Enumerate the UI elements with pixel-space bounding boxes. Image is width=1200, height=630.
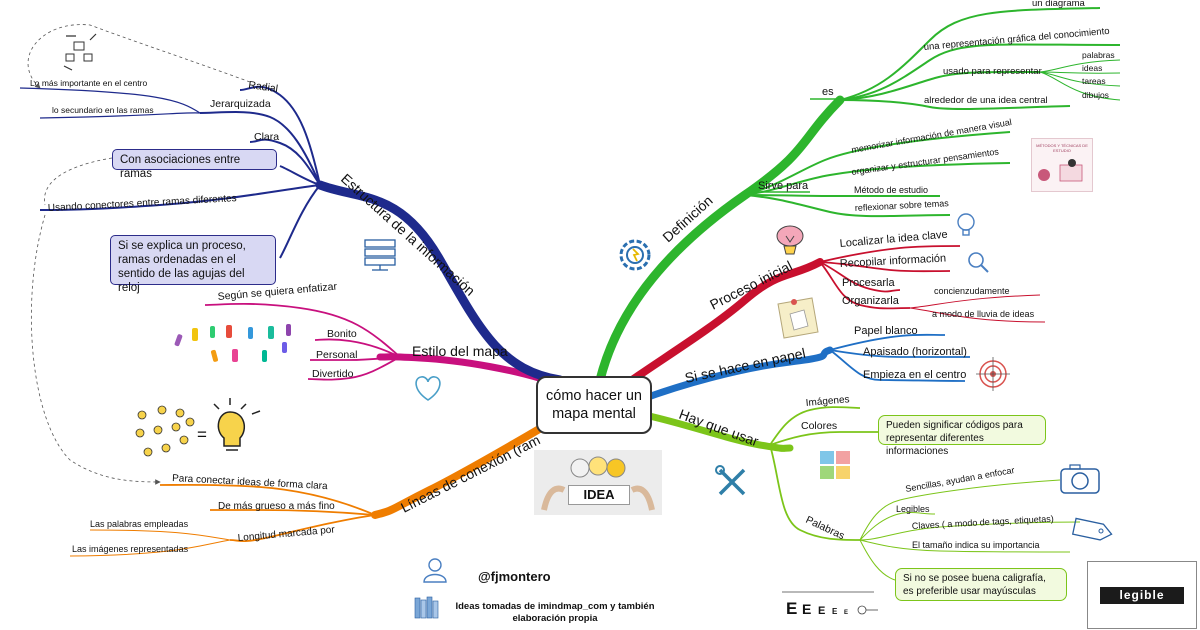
definicion-es-item: un diagrama bbox=[1032, 0, 1086, 9]
branch-label-lineas: Líneas de conexión (ram bbox=[398, 431, 543, 515]
note-asociaciones: Con asociaciones entre ramas bbox=[112, 149, 277, 170]
svg-text:E: E bbox=[802, 601, 811, 617]
palabras-item: Legibles bbox=[896, 504, 930, 514]
note-mayusculas-text: Si no se posee buena caligrafía, es pref… bbox=[903, 573, 1046, 597]
branch-definicion bbox=[600, 100, 840, 380]
lightbulbs-equation-illustration: = bbox=[136, 398, 260, 456]
author-handle: @fjmontero bbox=[478, 569, 551, 584]
note-proceso-reloj: Si se explica un proceso, ramas ordenada… bbox=[110, 235, 276, 285]
estilo-item: Divertido bbox=[312, 368, 354, 380]
longitud-item: Las palabras empleadas bbox=[90, 519, 189, 529]
definicion-es-item: usado para representar bbox=[943, 66, 1042, 77]
credits-text: Ideas tomadas de imindmap_com y también … bbox=[450, 601, 660, 625]
branch-label-estructura: Estructura de la información bbox=[338, 170, 478, 299]
svg-text:E: E bbox=[786, 599, 797, 618]
user-icon bbox=[424, 559, 446, 582]
lineas-item: De más grueso a más fino bbox=[218, 501, 335, 512]
note-mayusculas: Si no se posee buena caligrafía, es pref… bbox=[895, 568, 1067, 601]
estructura-jerarquizada: Jerarquizada bbox=[210, 98, 271, 110]
estructura-clara: Clara bbox=[254, 131, 279, 143]
usar-colores: Colores bbox=[801, 420, 837, 432]
estilo-item: Personal bbox=[316, 349, 357, 361]
brain-icon bbox=[777, 226, 803, 254]
svg-text:E: E bbox=[844, 610, 848, 616]
magnifier-icon bbox=[969, 253, 988, 272]
gear-icon bbox=[621, 241, 649, 269]
branch-label-estilo: Estilo del mapa bbox=[412, 343, 508, 359]
sirve-item: reflexionar sobre temas bbox=[855, 198, 950, 213]
palabras-item: Claves ( a modo de tags, etiquetas) bbox=[912, 514, 1054, 531]
estructura-conectores: Usando conectores entre ramas diferentes bbox=[48, 193, 237, 214]
representar-item: palabras bbox=[1082, 50, 1115, 60]
study-methods-thumbnail: MÉTODOS Y TÉCNICAS DE ESTUDIO bbox=[1031, 138, 1093, 192]
puzzle-icon bbox=[820, 451, 850, 479]
central-idea-line: mapa mental bbox=[546, 405, 642, 423]
thumbnail-caption: MÉTODOS Y TÉCNICAS DE ESTUDIO bbox=[1032, 143, 1092, 153]
jerarquizada-item: lo secundario en las ramas bbox=[52, 105, 154, 115]
target-icon bbox=[976, 357, 1010, 391]
legible-image: legible bbox=[1087, 561, 1197, 629]
books-icon bbox=[415, 597, 438, 618]
server-icon bbox=[365, 240, 395, 270]
idea-label: IDEA bbox=[568, 485, 630, 505]
svg-text:E: E bbox=[832, 607, 838, 616]
definicion-sirve: Sirve para bbox=[758, 180, 809, 192]
sirve-item: Método de estudio bbox=[854, 185, 928, 195]
central-idea-line: cómo hacer un bbox=[546, 387, 642, 405]
estructura-radial: Radial bbox=[248, 79, 279, 95]
jerarquizada-item: Lo más importante en el centro bbox=[30, 78, 147, 88]
definicion-es-item: alrededor de una idea central bbox=[924, 95, 1048, 106]
bulbs-icon bbox=[534, 450, 662, 515]
svg-text:=: = bbox=[197, 425, 207, 444]
central-idea: cómo hacer un mapa mental bbox=[536, 376, 652, 434]
palabras-item: El tamaño indica su importancia bbox=[912, 540, 1040, 550]
heart-icon bbox=[416, 377, 440, 400]
organizar-item: concienzudamente bbox=[934, 286, 1010, 296]
camera-icon bbox=[1061, 465, 1099, 493]
papel-item: Empieza en el centro bbox=[863, 369, 966, 381]
proceso-item: Procesarla bbox=[842, 277, 895, 289]
organizar-item: a modo de lluvia de ideas bbox=[932, 309, 1035, 319]
definicion-es: es bbox=[822, 86, 834, 98]
longitud-item: Las imágenes representadas bbox=[72, 544, 189, 554]
lineas-item: Para conectar ideas de forma clara bbox=[172, 473, 328, 492]
representar-item: dibujos bbox=[1082, 90, 1109, 100]
lineas-item: Longitud marcada por bbox=[237, 524, 336, 543]
hierarchy-hands-icon bbox=[64, 34, 96, 70]
eye-chart-icon: E E E E E bbox=[782, 592, 878, 618]
legible-stamp: legible bbox=[1100, 587, 1184, 604]
representar-item: tareas bbox=[1082, 76, 1106, 86]
connector-dashed-asociaciones bbox=[44, 158, 112, 205]
note-colores: Pueden significar códigos para represent… bbox=[878, 415, 1046, 445]
papel-item: Apaisado (horizontal) bbox=[863, 346, 967, 358]
proceso-item: Organizarla bbox=[842, 295, 900, 307]
lightbulb-icon bbox=[958, 214, 974, 235]
paper-note-icon bbox=[778, 298, 818, 338]
representar-item: ideas bbox=[1082, 63, 1102, 73]
papel-item: Papel blanco bbox=[854, 325, 918, 337]
idea-bulbs-image: IDEA bbox=[534, 450, 662, 515]
paint-strokes-illustration bbox=[174, 324, 291, 362]
estilo-item: Bonito bbox=[327, 328, 357, 340]
study-methods-icon bbox=[1032, 153, 1092, 189]
tools-icon bbox=[716, 466, 744, 494]
definicion-es-item: una representación gráfica del conocimie… bbox=[923, 26, 1110, 53]
svg-text:E: E bbox=[818, 605, 825, 617]
